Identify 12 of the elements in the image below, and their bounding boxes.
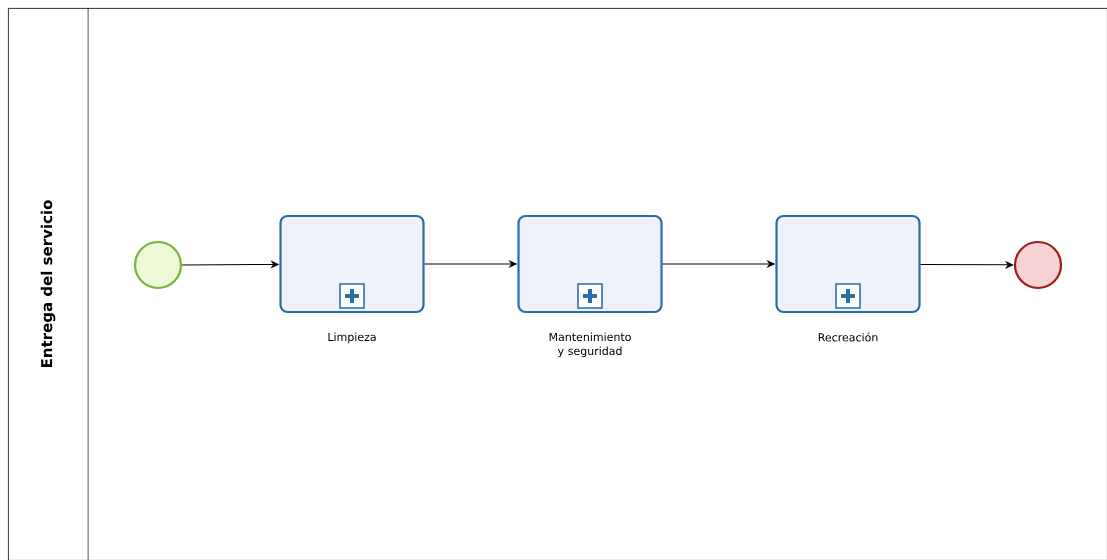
task-label: Limpieza: [328, 332, 376, 344]
arrow: [424, 260, 517, 268]
end-event: [1013, 240, 1063, 290]
arrow: [181, 261, 279, 268]
subprocess-box: [775, 214, 921, 314]
start-event: [133, 240, 183, 290]
subprocess-box: [279, 214, 425, 314]
task-label: Mantenimiento y seguridad: [549, 332, 631, 358]
task-label: Recreación: [818, 332, 878, 342]
subprocess-box: [517, 214, 663, 314]
arrow: [662, 260, 775, 268]
arrow: [920, 261, 1014, 269]
